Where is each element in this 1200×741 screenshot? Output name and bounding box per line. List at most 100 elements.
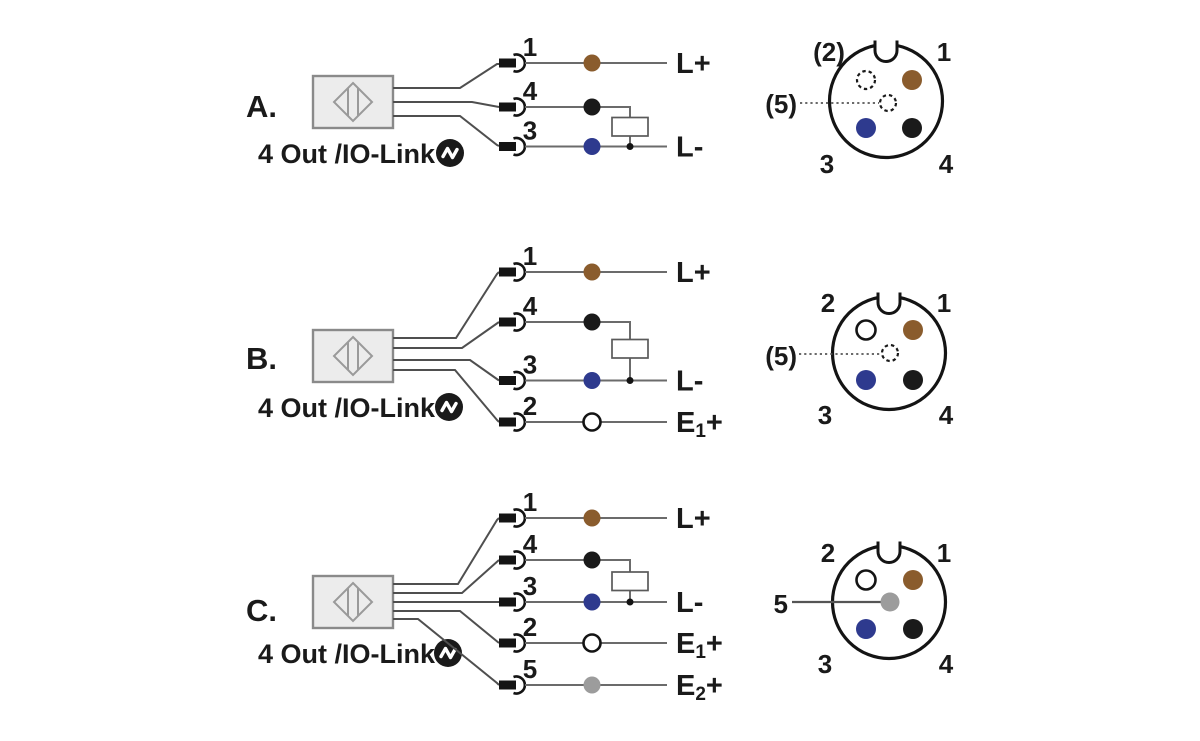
wire (393, 101, 500, 108)
connector-pin-4-black (903, 619, 923, 639)
signal-label: L+ (676, 503, 711, 535)
connector-pin-2-unused (855, 69, 877, 91)
wire-color-dot-black (583, 98, 601, 116)
terminal-socket-icon (497, 97, 527, 117)
pin-number: 1 (523, 241, 537, 271)
keyway-notch (873, 39, 899, 63)
signal-label: E1+ (676, 407, 723, 442)
pin-number: 4 (523, 76, 538, 106)
section-label: A. (246, 89, 277, 124)
connector-label-bottom-left: 3 (820, 149, 834, 179)
wire (393, 610, 500, 644)
connector-label-top-right: 1 (937, 538, 951, 568)
connector-pin-2-white (855, 319, 877, 341)
terminal-socket-icon (497, 412, 527, 432)
signal-line (525, 321, 631, 381)
junction-dot (626, 377, 634, 384)
wire-color-dot-white (582, 633, 602, 653)
connector-label-top-left: 2 (821, 538, 835, 568)
pin-number: 3 (523, 350, 537, 380)
signal-label: E2+ (676, 670, 723, 705)
wire-color-dot-blue (583, 372, 601, 389)
wire-color-dot-brown (583, 509, 601, 527)
pin-number: 4 (523, 529, 538, 559)
connector-label-top-left: (2) (813, 37, 845, 67)
keyway-notch (876, 540, 902, 564)
terminal-socket-icon (497, 592, 527, 612)
connector-label-top-left: 2 (821, 288, 835, 318)
connector-label-left: 5 (774, 589, 788, 619)
pin-number: 4 (523, 291, 538, 321)
connector-label-bottom-right: 4 (939, 649, 954, 679)
junction-dot (626, 598, 634, 606)
connector-pin-5-unused (880, 343, 900, 363)
pin-number: 3 (523, 116, 537, 146)
wire-color-dot-white (582, 412, 602, 432)
wire (393, 618, 500, 686)
signal-label: L+ (676, 257, 711, 289)
pin-number: 5 (523, 654, 537, 684)
signal-label: L- (676, 366, 703, 398)
connector-label-top-right: 1 (937, 37, 951, 67)
wire-color-dot-blue (583, 138, 601, 155)
terminal-socket-icon (497, 262, 527, 282)
terminal-socket-icon (497, 550, 527, 570)
signal-label: E1+ (676, 628, 723, 663)
connector-pin-4-black (903, 370, 923, 390)
device-label: 4 Out /IO-Link (258, 139, 436, 169)
signal-label: L- (676, 587, 703, 619)
section-b: B. 4 Out /IO-Link 1 4 3 2 L+ L- E1+ (246, 241, 954, 442)
wire (393, 271, 500, 339)
connector-pin-3-blue (856, 619, 876, 639)
connector-label-top-right: 1 (937, 288, 951, 318)
signal-label: L+ (676, 48, 711, 80)
terminal-socket-icon (497, 136, 527, 157)
terminal-socket-icon (497, 675, 527, 695)
device-label: 4 Out /IO-Link (258, 639, 436, 669)
wire (393, 63, 499, 89)
connector-face-a: (2) 1 (5) 3 4 (765, 37, 954, 179)
wire-color-dot-blue (583, 593, 601, 611)
load-resistor (611, 116, 649, 137)
connector-label-left: (5) (765, 89, 797, 119)
connector-label-bottom-left: 3 (818, 400, 832, 430)
connector-pin-1-brown (902, 70, 922, 90)
load-resistor (611, 338, 649, 359)
connector-pin-5-gray (880, 592, 900, 612)
connector-pin-1-brown (903, 570, 923, 590)
connector-label-bottom-right: 4 (939, 149, 954, 179)
junction-dot (626, 143, 634, 150)
pin-number: 2 (523, 391, 537, 421)
terminal-socket-icon (497, 53, 527, 73)
connector-pin-3-blue (856, 370, 876, 390)
connector-pin-3-blue (856, 118, 876, 138)
pin-number: 1 (523, 32, 537, 62)
sensor-box (311, 74, 395, 130)
pin-number: 2 (523, 612, 537, 642)
wire-color-dot-black (583, 313, 601, 331)
connector-pin-5-unused (878, 93, 898, 113)
sensor-box (311, 328, 395, 384)
wire-color-dot-brown (583, 54, 601, 72)
wire (393, 321, 500, 349)
signal-label: L- (676, 132, 703, 164)
connector-face-b: 2 1 (5) 3 4 (765, 288, 954, 430)
connector-pin-4-black (902, 118, 922, 138)
wire (393, 559, 500, 594)
section-c: C. 4 Out /IO-Link 1 4 3 2 5 L+ L- (246, 487, 954, 705)
wire-color-dot-brown (583, 263, 601, 281)
terminal-socket-icon (497, 370, 527, 391)
terminal-socket-icon (497, 508, 527, 528)
connector-pin-1-brown (903, 320, 923, 340)
connector-label-bottom-right: 4 (939, 400, 954, 430)
io-link-icon (433, 391, 465, 423)
pin-number: 3 (523, 571, 537, 601)
wire (393, 359, 500, 382)
load-resistor (611, 571, 649, 592)
wire (393, 369, 500, 423)
connector-label-bottom-left: 3 (818, 649, 832, 679)
wire (393, 115, 500, 147)
section-a: A. 4 Out /IO-Link 1 4 3 L+ L- (246, 32, 954, 179)
